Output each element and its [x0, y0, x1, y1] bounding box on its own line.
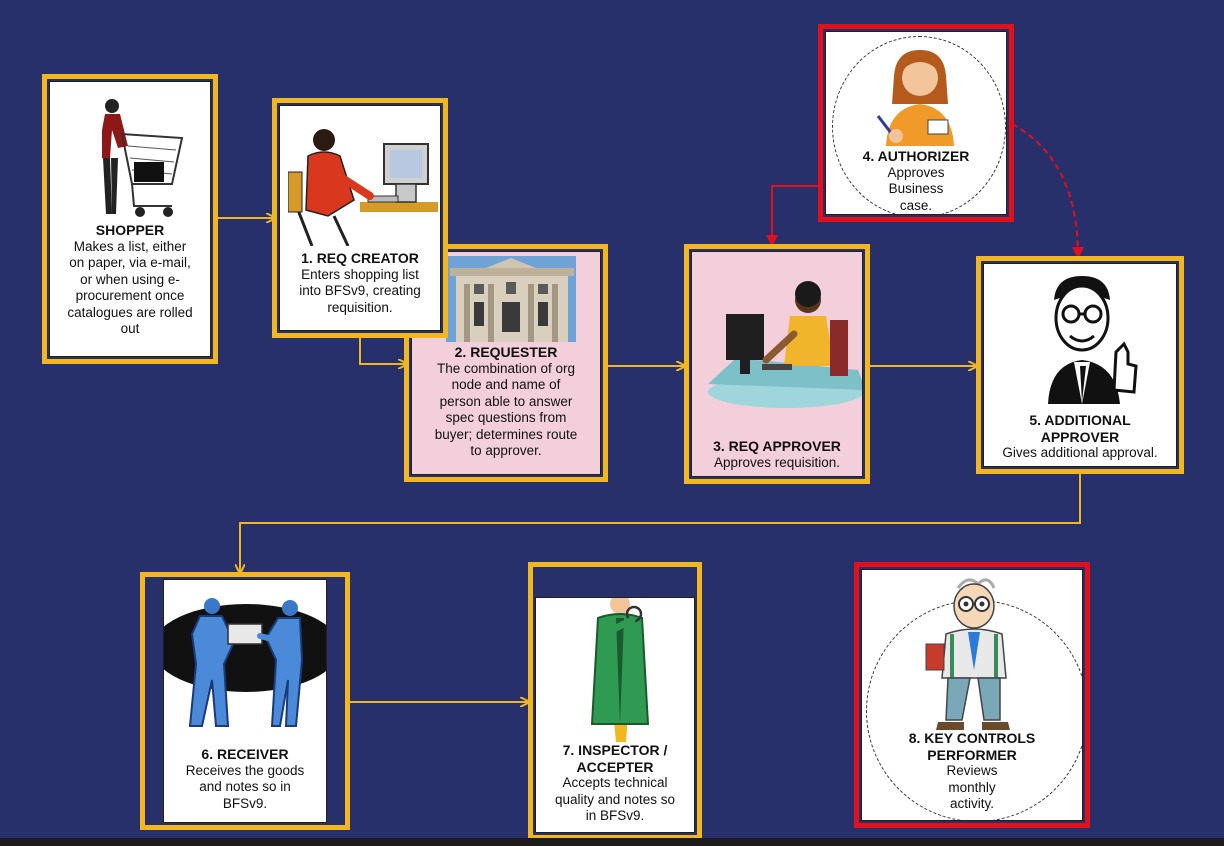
arrow-authorizer-to-additional	[1011, 123, 1084, 259]
req-creator-desc-2: into BFSv9, creating	[299, 283, 421, 298]
shopper-card: SHOPPER Makes a list, either on paper, v…	[42, 74, 218, 364]
additional-approver-title-1: 5. ADDITIONAL	[1029, 412, 1131, 428]
authorizer-title: 4. AUTHORIZER	[862, 148, 970, 164]
req-creator-desc-3: requisition.	[327, 299, 393, 315]
arrow-additional-to-receiver	[240, 474, 1081, 572]
inspector-title-2: ACCEPTER	[576, 758, 654, 775]
computer-operator-icon	[288, 129, 438, 246]
arrow-authorizer-to-approver	[766, 185, 820, 247]
shopping-cart-person-icon	[102, 99, 184, 217]
requester-title: 2. REQUESTER	[454, 344, 558, 360]
shopper-desc-5: catalogues are rolled	[67, 304, 193, 320]
building-facade-icon	[446, 256, 576, 342]
req-creator-title: 1. REQ CREATOR	[301, 250, 419, 266]
receiver-title: 6. RECEIVER	[201, 746, 289, 762]
requester-desc-5: buyer; determines route	[434, 426, 578, 442]
inspector-desc-1: Accepts technical	[562, 775, 668, 790]
requester-desc-1: The combination of org	[436, 360, 576, 376]
req-creator-desc-1: Enters shopping list	[301, 266, 419, 282]
arrow-creator-to-requester	[359, 338, 406, 364]
additional-approver-title-2: APPROVER	[1040, 428, 1120, 445]
woman-writing-icon	[876, 50, 954, 146]
inspector-desc-3: in BFSv9.	[585, 808, 645, 823]
shopper-desc-3: or when using e-	[80, 271, 180, 287]
key-controls-card: 8. KEY CONTROLS PERFORMER Reviews monthl…	[854, 562, 1090, 828]
key-controls-desc-1: Reviews	[946, 763, 998, 778]
authorizer-dashed-circle	[832, 36, 1006, 214]
receiver-desc-2: and notes so in	[199, 779, 291, 794]
inspector-title-1: 7. INSPECTOR /	[562, 742, 668, 758]
req-creator-card: 1. REQ CREATOR Enters shopping list into…	[272, 98, 448, 338]
req-approver-desc-1: Approves requisition.	[713, 454, 841, 470]
shopper-desc-2: on paper, via e-mail,	[69, 255, 191, 270]
receiver-card: 6. RECEIVER Receives the goods and notes…	[140, 572, 350, 830]
professor-with-book-icon	[925, 578, 1010, 730]
key-controls-title-2: PERFORMER	[927, 746, 1017, 763]
key-controls-desc-3: activity.	[949, 796, 994, 811]
requester-desc-4: spec questions from	[445, 410, 567, 425]
bottom-edge-bar	[0, 838, 1224, 846]
package-handoff-icon	[164, 598, 326, 727]
shopper-desc-1: Makes a list, either	[73, 238, 187, 254]
req-approver-title: 3. REQ APPROVER	[713, 438, 841, 454]
authorizer-desc-1: Approves	[887, 164, 945, 180]
key-controls-title-1: 8. KEY CONTROLS	[908, 730, 1036, 746]
key-controls-desc-2: monthly	[948, 779, 996, 795]
desk-worker-icon	[708, 281, 862, 408]
shopper-desc-6: out	[120, 321, 140, 336]
additional-approver-card: 5. ADDITIONAL APPROVER Gives additional …	[976, 256, 1184, 474]
authorizer-desc-3: case.	[899, 197, 933, 213]
inspector-card: 7. INSPECTOR / ACCEPTER Accepts technica…	[528, 562, 702, 840]
requester-desc-6: to approver.	[470, 443, 542, 458]
thumbs-up-man-icon	[1048, 276, 1138, 404]
shopper-desc-4: procurement once	[75, 288, 185, 303]
receiver-desc-3: BFSv9.	[222, 795, 268, 811]
receiver-desc-1: Receives the goods	[185, 762, 305, 778]
shopper-title: SHOPPER	[95, 222, 165, 238]
requester-card: 2. REQUESTER The combination of org node…	[404, 244, 608, 482]
req-approver-card: 3. REQ APPROVER Approves requisition.	[684, 244, 870, 484]
requester-desc-3: person able to answer	[439, 393, 573, 409]
additional-approver-desc-1: Gives additional approval.	[1002, 445, 1158, 460]
authorizer-desc-2: Business	[888, 181, 944, 196]
authorizer-card: 4. AUTHORIZER Approves Business case.	[818, 24, 1014, 222]
inspector-desc-2: quality and notes so	[554, 791, 676, 807]
requester-desc-2: node and name of	[451, 377, 561, 392]
detective-magnifier-icon	[590, 598, 650, 742]
